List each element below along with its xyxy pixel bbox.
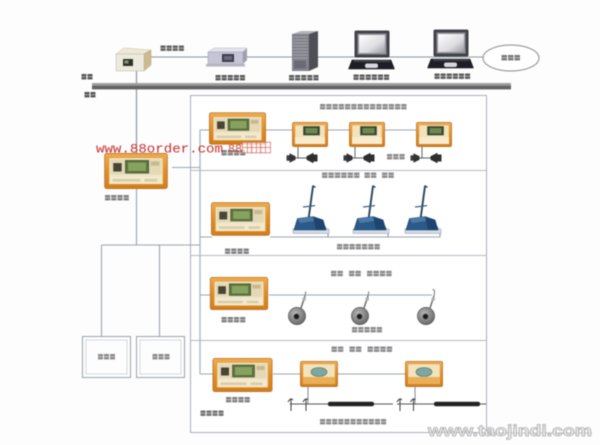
svg-text:www.88order.com: www.88order.com: [96, 142, 223, 157]
svg-text:88: 88: [228, 143, 242, 157]
svg-text:www.taojindi.com: www.taojindi.com: [427, 423, 592, 440]
